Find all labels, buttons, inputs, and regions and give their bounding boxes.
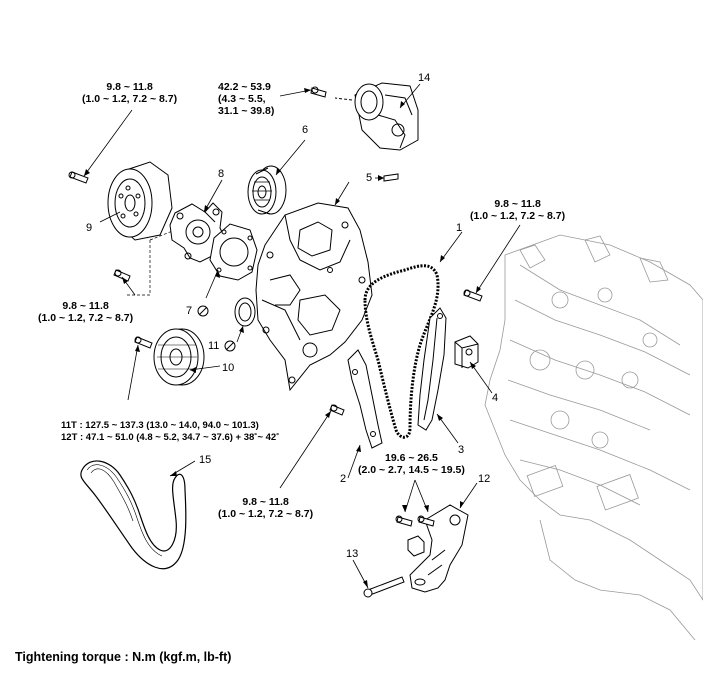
torque-units: (4.3 ~ 5.5, xyxy=(218,93,266,105)
torque-units: (2.0 ~ 2.7, 14.5 ~ 19.5) xyxy=(358,464,465,476)
callout-14: 14 xyxy=(418,72,431,84)
timing-chain-part-1 xyxy=(363,264,440,439)
torque-units: (1.0 ~ 1.2, 7.2 ~ 8.7) xyxy=(218,508,314,520)
callout-12: 12 xyxy=(478,473,491,485)
dowel-pin xyxy=(383,173,399,182)
callout-6: 6 xyxy=(302,124,309,136)
callout-7: 7 xyxy=(186,305,193,317)
torque-units: (1.0 ~ 1.2, 7.2 ~ 8.7) xyxy=(38,312,134,324)
tightening-torque-legend: Tightening torque : N.m (kgf.m, lb-ft) xyxy=(15,650,232,664)
callout-8: 8 xyxy=(218,168,225,180)
timing-chain-cover-part-5 xyxy=(255,202,373,392)
engine-bracket-part-12 xyxy=(409,504,469,593)
chain-tensioner-part-4 xyxy=(454,335,479,369)
chain-guide-part-2 xyxy=(347,349,383,449)
callout-10: 10 xyxy=(222,362,235,374)
torque-label-bracket: 19.6 ~ 26.5 (2.0 ~ 2.7, 14.5 ~ 19.5) xyxy=(358,452,465,476)
arrowheads xyxy=(84,88,481,588)
torque-12t: 12T : 47.1 ~ 51.0 (4.8 ~ 5.2, 34.7 ~ 37.… xyxy=(61,432,280,443)
drive-belt-part-15 xyxy=(80,460,187,570)
torque-label-crankshaft: 11T : 127.5 ~ 137.3 (13.0 ~ 14.0, 94.0 ~… xyxy=(61,420,279,444)
bracket-bolts xyxy=(395,515,435,527)
torque-label-bottom-center: 9.8 ~ 11.8 (1.0 ~ 1.2, 7.2 ~ 8.7) xyxy=(218,496,313,520)
callout-5: 5 xyxy=(366,172,373,184)
callout-13: 13 xyxy=(346,548,359,560)
callout-4: 4 xyxy=(492,392,499,404)
oil-seal-part-11 xyxy=(234,297,256,327)
torque-label-mid-left: 9.8 ~ 11.8 (1.0 ~ 1.2, 7.2 ~ 8.7) xyxy=(38,300,133,324)
torque-value: 9.8 ~ 11.8 xyxy=(242,496,289,508)
bracket-nut xyxy=(407,535,425,557)
callout-9: 9 xyxy=(86,222,93,234)
torque-11t: 11T : 127.5 ~ 137.3 (13.0 ~ 14.0, 94.0 ~… xyxy=(61,420,259,431)
torque-value: 9.8 ~ 11.8 xyxy=(62,300,109,312)
torque-value: 9.8 ~ 11.8 xyxy=(106,81,153,93)
callout-1: 1 xyxy=(456,222,463,234)
torque-value: 42.2 ~ 53.9 xyxy=(218,81,271,93)
callout-11: 11 xyxy=(208,340,220,352)
torque-label-top-left: 9.8 ~ 11.8 (1.0 ~ 1.2, 7.2 ~ 8.7) xyxy=(82,81,177,105)
tensioner-bolt xyxy=(310,86,327,98)
engine-block-outline xyxy=(484,234,703,641)
torque-units: (1.0 ~ 1.2, 7.2 ~ 8.7) xyxy=(82,93,178,105)
torque-units: 31.1 ~ 39.8) xyxy=(218,105,275,117)
torque-label-tensioner: 42.2 ~ 53.9 (4.3 ~ 5.5, 31.1 ~ 39.8) xyxy=(218,81,274,117)
replace-symbol-7 xyxy=(197,305,209,317)
callout-2: 2 xyxy=(340,473,347,485)
torque-value: 19.6 ~ 26.5 xyxy=(384,452,438,464)
crankshaft-pulley-part-10 xyxy=(153,328,205,386)
auto-tensioner-part-14 xyxy=(334,82,419,151)
mount-bolt-part-13 xyxy=(363,576,405,598)
tensioner-bolt-right xyxy=(463,289,483,302)
pump-bolt-mid-left xyxy=(113,269,131,282)
torque-units: (1.0 ~ 1.2, 7.2 ~ 8.7) xyxy=(470,210,566,222)
tensioner-arm-part-3 xyxy=(417,307,447,431)
torque-label-right: 9.8 ~ 11.8 (1.0 ~ 1.2, 7.2 ~ 8.7) xyxy=(470,198,565,222)
guide-bolt-bottom xyxy=(329,404,345,416)
torque-value: 9.8 ~ 11.8 xyxy=(494,198,541,210)
callout-3: 3 xyxy=(458,444,465,456)
callout-15: 15 xyxy=(199,454,212,466)
crank-bolt xyxy=(134,336,153,349)
water-pump-gasket-part-7 xyxy=(209,223,258,281)
pulley-bolt-top xyxy=(68,171,89,184)
idler-pulley-part-6 xyxy=(247,165,287,215)
replace-symbol-11 xyxy=(224,340,236,352)
water-pump-pulley-part-9 xyxy=(107,161,173,241)
